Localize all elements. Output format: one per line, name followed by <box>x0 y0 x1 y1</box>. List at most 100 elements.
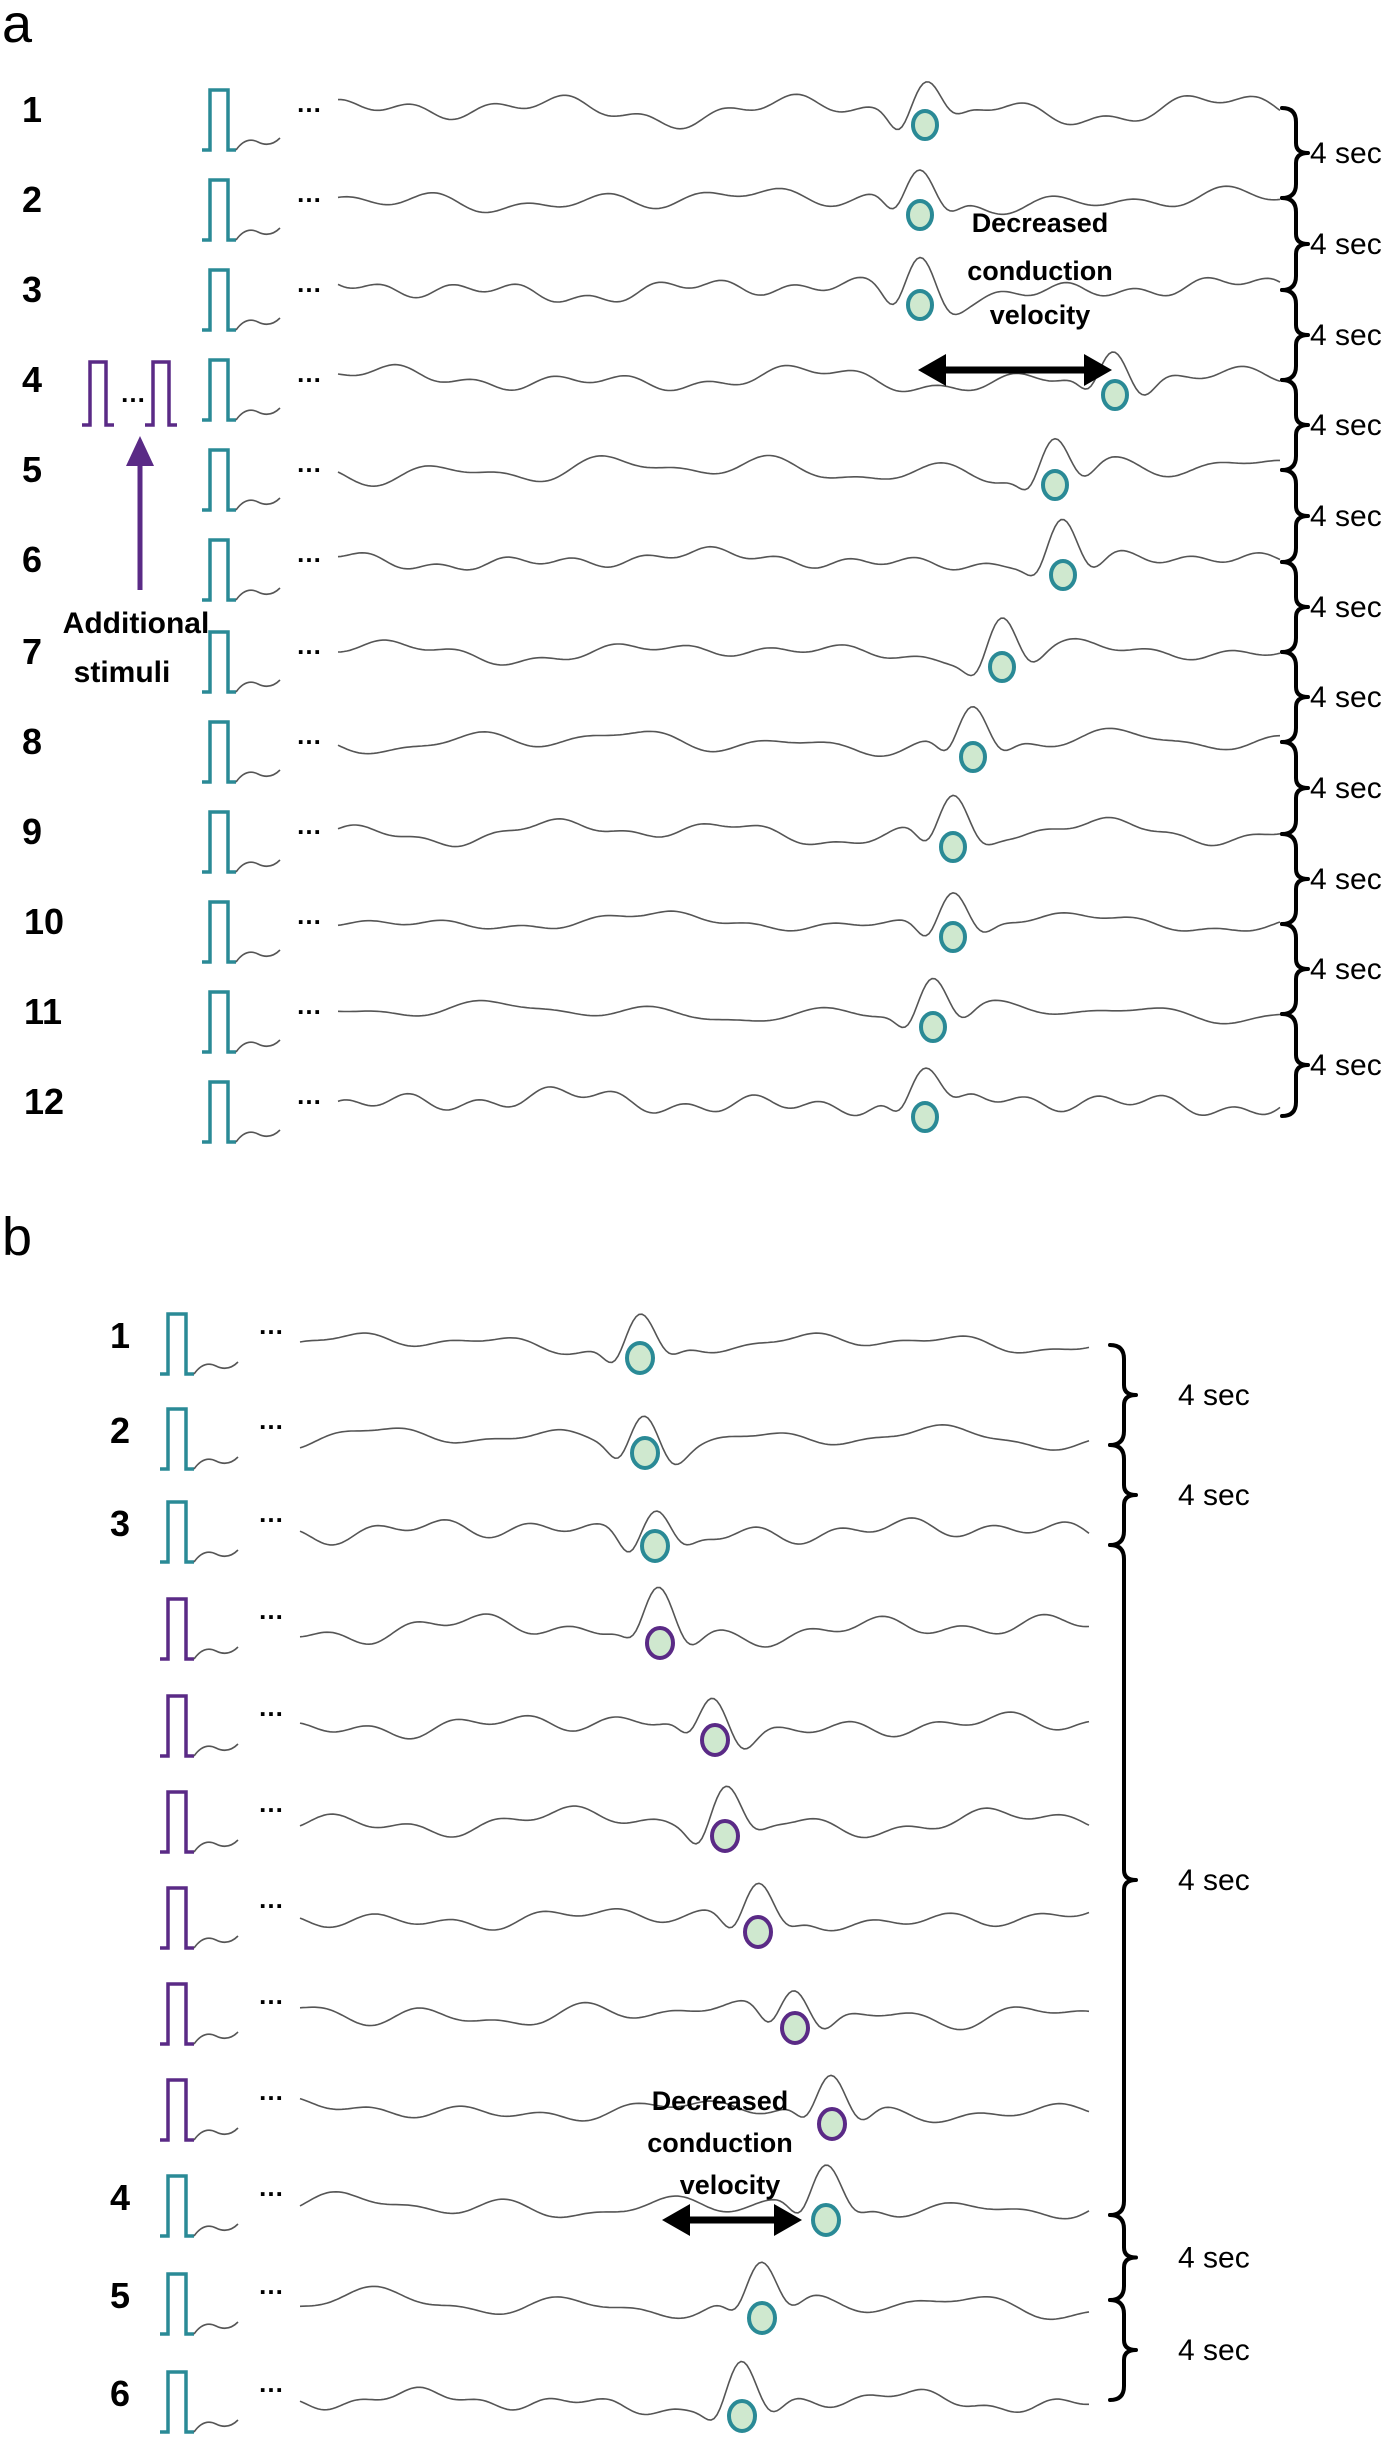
trace-ellipsis: … <box>296 630 322 660</box>
interval-brace <box>1280 288 1310 382</box>
response-marker <box>747 2301 777 2335</box>
trace-row-label: 9 <box>22 811 42 852</box>
stimulus-pulse <box>202 1080 236 1144</box>
trace-row-label: 12 <box>24 1081 64 1122</box>
trace-ellipsis: … <box>296 538 322 568</box>
double-arrow <box>918 354 1112 386</box>
stimulus-pulse <box>202 990 236 1054</box>
annotation-line-2: conduction <box>647 2128 792 2158</box>
trace-ellipsis: … <box>296 358 322 388</box>
signal-trace <box>299 1313 1090 1364</box>
interval-label: 4 sec <box>1178 1379 1250 1412</box>
interval-brace <box>1280 922 1310 1016</box>
stimulus-pulse <box>202 358 236 422</box>
trace-row-label: 2 <box>110 1410 130 1451</box>
trace-row-label: 1 <box>22 89 42 130</box>
panel-b: b 1…2…3…………………4…5…6… Decreased conductio… <box>2 1207 1250 2434</box>
interval-label: 4 sec <box>1310 772 1382 805</box>
stimulus-pulse <box>202 810 236 874</box>
interval-label: 4 sec <box>1310 863 1382 896</box>
annotation-line-1: Decreased <box>652 2086 789 2116</box>
stimulus-artifact <box>235 137 281 151</box>
response-marker <box>780 2011 810 2045</box>
panel-a-label: a <box>2 0 33 54</box>
interval-brace <box>1280 106 1310 200</box>
interval-label: 4 sec <box>1178 1479 1250 1512</box>
signal-trace <box>337 351 1281 396</box>
trace-ellipsis: … <box>296 448 322 478</box>
response-marker <box>1049 559 1077 591</box>
stimulus-pulse <box>160 2174 194 2238</box>
interval-brace <box>1108 1543 1138 2217</box>
interval-label: 4 sec <box>1310 591 1382 624</box>
annotation-line-1: Decreased <box>972 208 1109 238</box>
trace-row-label: 1 <box>110 1315 130 1356</box>
stimulus-artifact <box>193 1839 239 1853</box>
stimulus-artifact <box>235 859 281 873</box>
trace-ellipsis: … <box>258 1692 284 1722</box>
extra-stimulus-dots: … <box>120 378 146 408</box>
response-marker <box>645 1626 675 1660</box>
interval-label: 4 sec <box>1310 409 1382 442</box>
trace-ellipsis: … <box>258 2368 284 2398</box>
interval-brace <box>1108 2298 1138 2402</box>
stimulus-pulse <box>202 900 236 964</box>
signal-trace <box>299 1697 1090 1750</box>
trace-ellipsis: … <box>258 2076 284 2106</box>
response-marker <box>811 2203 841 2237</box>
response-marker <box>630 1436 660 1470</box>
signal-trace <box>299 2164 1090 2220</box>
trace-row-label: 3 <box>22 269 42 310</box>
response-marker <box>911 1101 939 1133</box>
stimulus-artifact <box>193 1456 239 1470</box>
stimulus-pulse <box>160 1407 194 1471</box>
trace-row-label: 7 <box>22 631 42 672</box>
response-marker <box>710 1819 740 1853</box>
trace-row-label: 11 <box>24 991 62 1032</box>
stimulus-artifact <box>193 2419 239 2433</box>
trace-row-label: 5 <box>110 2275 130 2316</box>
trace-ellipsis: … <box>258 1595 284 1625</box>
signal-trace <box>299 1785 1090 1845</box>
interval-label: 4 sec <box>1178 1864 1250 1897</box>
signal-trace <box>299 2261 1090 2321</box>
signal-trace <box>338 81 1281 131</box>
stimulus-pulse <box>160 1790 194 1854</box>
stimulus-artifact <box>235 587 281 601</box>
response-marker <box>988 651 1016 683</box>
panel-b-traces: 1…2…3…………………4…5…6… <box>110 1310 1090 2434</box>
signal-trace <box>299 2074 1090 2124</box>
stimulus-artifact <box>193 2127 239 2141</box>
signal-trace <box>337 437 1280 491</box>
stimulus-artifact <box>235 317 281 331</box>
double-arrow <box>662 2204 802 2236</box>
trace-row-label: 8 <box>22 721 42 762</box>
trace-ellipsis: … <box>258 2270 284 2300</box>
interval-brace <box>1280 378 1310 472</box>
stimulus-pulse <box>160 1312 194 1376</box>
stimulus-pulse <box>202 538 236 602</box>
trace-row-label: 6 <box>110 2373 130 2414</box>
interval-brace <box>1280 1012 1310 1118</box>
interval-brace <box>1280 560 1310 654</box>
arrow-up-icon <box>126 436 154 466</box>
response-marker <box>727 2399 757 2433</box>
signal-trace <box>337 705 1281 757</box>
response-marker <box>640 1529 670 1563</box>
stimulus-artifact <box>193 1743 239 1757</box>
trace-ellipsis: … <box>258 1788 284 1818</box>
response-marker <box>939 831 967 863</box>
stimulus-artifact <box>235 949 281 963</box>
interval-label: 4 sec <box>1310 1049 1382 1082</box>
trace-ellipsis: … <box>258 1884 284 1914</box>
response-marker <box>743 1915 773 1949</box>
additional-stimuli-line-2: stimuli <box>74 656 171 689</box>
panel-a-traces: 1…2…3…4…5…6…7…8…9…10…11…12… <box>22 81 1281 1144</box>
stimulus-pulse <box>160 1982 194 2046</box>
signal-trace <box>337 977 1281 1029</box>
response-marker <box>939 921 967 953</box>
stimulus-artifact <box>235 227 281 241</box>
stimulus-artifact <box>235 407 281 421</box>
stimulus-pulse <box>202 178 236 242</box>
